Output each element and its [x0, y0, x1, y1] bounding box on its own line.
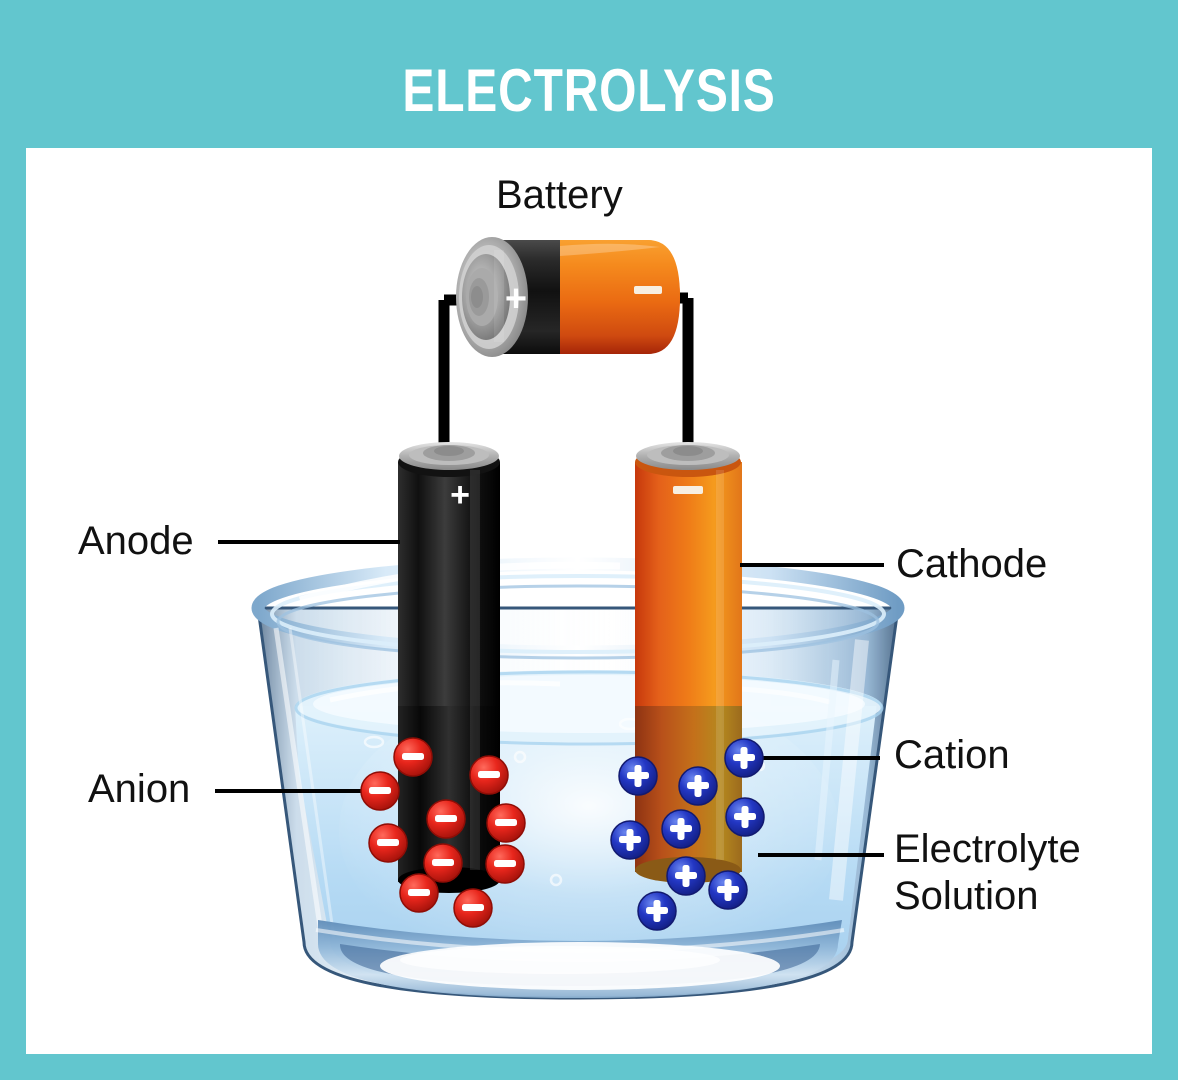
label-anode: Anode [78, 519, 194, 563]
cathode-negative-sign [673, 486, 703, 494]
label-battery: Battery [496, 173, 623, 217]
anode-positive-sign: + [450, 476, 470, 514]
cation-ion [724, 738, 764, 778]
anion-ion [360, 771, 400, 811]
cation-group [610, 738, 765, 931]
cation-ion [725, 797, 765, 837]
battery-negative-sign [634, 286, 662, 294]
battery-positive-sign: + [505, 278, 527, 320]
anion-ion [469, 755, 509, 795]
anion-ion [423, 843, 463, 883]
anion-ion [393, 737, 433, 777]
cation-ion [666, 856, 706, 896]
anion-group [350, 737, 526, 928]
label-anion: Anion [88, 767, 191, 811]
anion-ion [486, 803, 526, 843]
page-title: ELECTROLYSIS [402, 57, 776, 124]
anion-ion [485, 844, 525, 884]
anion-ion [350, 784, 382, 816]
anion-ion [426, 799, 466, 839]
anion-ion [399, 873, 439, 913]
cation-ion [661, 809, 701, 849]
cation-ion [653, 842, 681, 870]
label-electrolyte-line1: Electrolyte [894, 827, 1081, 871]
anion-ion [368, 823, 408, 863]
leader-lines [215, 540, 884, 857]
label-electrolyte-line2: Solution [894, 874, 1039, 919]
battery: + [456, 237, 680, 357]
anion-ion [453, 888, 493, 928]
cation-ion [618, 756, 658, 796]
cation-ion [610, 820, 650, 860]
cation-ion [637, 891, 677, 931]
label-cation: Cation [894, 733, 1010, 777]
cation-ion [678, 766, 718, 806]
cation-ion [708, 870, 748, 910]
label-electrolyte-solution: Electrolyte Solution [894, 826, 1081, 920]
beaker [251, 557, 905, 1000]
label-cathode: Cathode [896, 542, 1048, 586]
